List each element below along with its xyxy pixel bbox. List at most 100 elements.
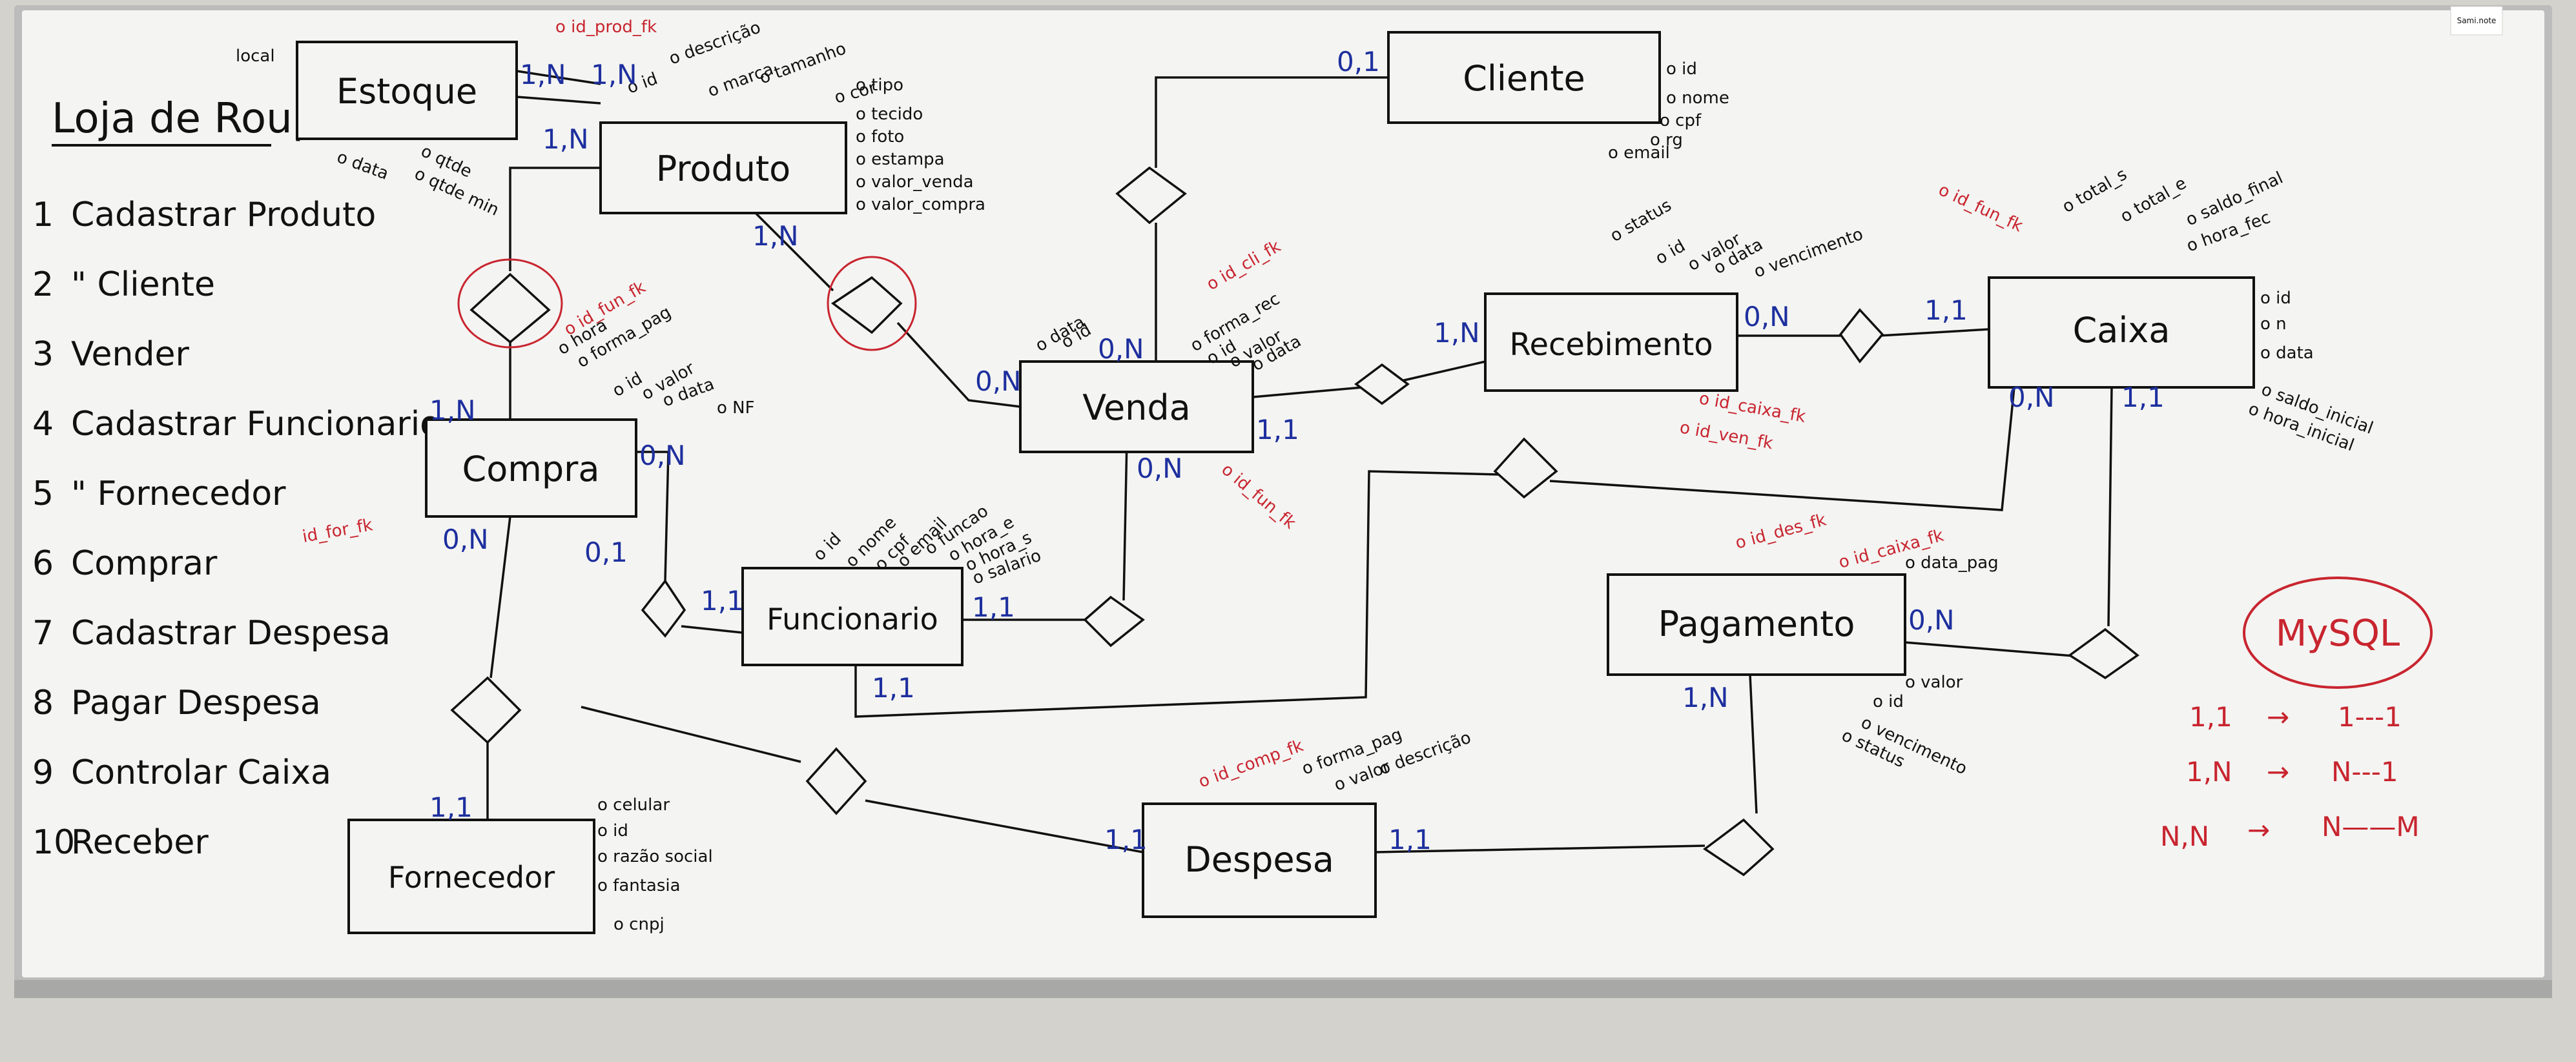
diamond-caixa-pagamento xyxy=(2067,628,2139,680)
entity-fornecedor xyxy=(347,819,595,934)
attr-produto-foto: o foto xyxy=(856,127,904,147)
requirement-number: 2 xyxy=(32,265,54,304)
attr-produto-tecido: o tecido xyxy=(856,105,923,124)
diamond-despesa-pagamento xyxy=(1702,818,1775,877)
requirement-text: Controlar Caixa xyxy=(71,753,331,792)
highlight-circles xyxy=(457,256,917,351)
requirement-number: 10 xyxy=(32,823,75,862)
requirement-text: Cadastrar Funcionario xyxy=(71,405,440,444)
legend-row-1-arrow: → xyxy=(2267,701,2289,733)
diamond-cliente-venda xyxy=(1115,166,1187,225)
attr-estoque-local: local xyxy=(236,46,275,66)
requirement-text: Cadastrar Despesa xyxy=(71,614,391,653)
legend-row-2-arrow: → xyxy=(2267,756,2289,788)
attr-cliente-cpf: o cpf xyxy=(1660,111,1702,130)
card-compra-fornecedor: 0,N xyxy=(442,524,489,555)
marker-tray xyxy=(14,980,2552,998)
circle-produto-compra xyxy=(457,258,563,349)
requirement-number: 8 xyxy=(32,684,54,722)
requirement-text: Comprar xyxy=(71,544,218,583)
requirement-number: 7 xyxy=(32,614,54,653)
card-despesa-compra: 1,1 xyxy=(1104,824,1148,855)
legend-row-3-left: N,N xyxy=(2160,821,2209,852)
requirement-number: 4 xyxy=(32,405,54,444)
requirement-text: Pagar Despesa xyxy=(71,684,321,722)
entity-estoque-name: Estoque xyxy=(336,71,477,112)
attr-pagamento-id: o id xyxy=(1873,692,1904,711)
entity-names: Estoque Produto Cliente Venda Compra Fun… xyxy=(336,58,2170,895)
diamond-produto-compra xyxy=(469,272,551,344)
card-estoque-produto-a: 1,N xyxy=(520,59,566,90)
attr-pagamento-data-pag: o data_pag xyxy=(1905,553,1999,573)
legend-row-1-left: 1,1 xyxy=(2189,701,2232,733)
entity-compra xyxy=(425,418,637,518)
card-venda-funcionario: 0,N xyxy=(1137,453,1183,484)
entity-caixa-name: Caixa xyxy=(2073,310,2170,351)
attr-cliente-email: o email xyxy=(1608,143,1670,163)
diamond-caixa-funcionario xyxy=(1493,437,1558,499)
card-venda-produto: 0,N xyxy=(975,365,1022,397)
entity-venda-name: Venda xyxy=(1082,387,1191,428)
card-despesa-pagamento: 1,1 xyxy=(1388,824,1432,855)
attr-fornecedor-razao-social: o razão social xyxy=(597,847,713,866)
attr-cliente-rg: o rg xyxy=(1650,130,1683,150)
diamond-compra-despesa xyxy=(805,747,867,815)
entity-venda xyxy=(1019,360,1254,453)
entity-produto xyxy=(599,121,847,214)
card-pagamento-despesa: 1,N xyxy=(1682,682,1729,713)
legend-title: MySQL xyxy=(2276,613,2400,655)
card-pagamento-caixa: 0,N xyxy=(1908,604,1955,636)
requirement-number: 6 xyxy=(32,544,54,583)
relationship-lines xyxy=(486,70,2113,853)
card-recebimento-caixa: 0,N xyxy=(1744,301,1790,332)
card-produto-venda: 1,N xyxy=(752,220,799,252)
entity-recebimento xyxy=(1484,292,1738,392)
legend-row-2-left: 1,N xyxy=(2186,756,2232,788)
requirement-text: Vender xyxy=(71,335,189,374)
legend-row-1-right: 1---1 xyxy=(2338,701,2402,733)
card-caixa-pagamento: 1,1 xyxy=(2121,382,2165,413)
card-compra-funcionario: 0,N xyxy=(639,440,686,471)
legend-row-3-arrow: → xyxy=(2247,814,2270,846)
entity-caixa xyxy=(1988,276,2255,389)
corner-note-text: Sami.note xyxy=(2457,16,2497,25)
card-produto-compra: 1,N xyxy=(542,123,589,155)
diamond-funcionario-venda xyxy=(1083,595,1145,648)
entity-pagamento xyxy=(1607,573,1906,676)
card-funcionario-caixa: 1,1 xyxy=(872,672,915,704)
entity-compra-name: Compra xyxy=(462,449,600,489)
attr-fornecedor-id: o id xyxy=(597,821,628,841)
entity-pagamento-name: Pagamento xyxy=(1658,604,1855,644)
legend: MySQL 1,1 1---1 1,N N---1 N,N N——M → → → xyxy=(2160,577,2433,852)
legend-row-2-right: N---1 xyxy=(2331,756,2398,788)
attr-fornecedor-celular: o celular xyxy=(597,795,670,815)
attr-produto-valor-venda: o valor_venda xyxy=(856,172,974,192)
requirement-text: " Cliente xyxy=(71,265,215,304)
requirement-number: 3 xyxy=(32,335,54,374)
legend-row-3-right: N——M xyxy=(2322,811,2420,842)
entity-estoque xyxy=(296,41,518,140)
attr-cliente-id: o id xyxy=(1666,59,1697,79)
entity-despesa xyxy=(1142,802,1377,918)
relationship-diamonds xyxy=(450,166,2139,877)
diamond-compra-fornecedor xyxy=(450,676,522,744)
entity-despesa-name: Despesa xyxy=(1184,839,1334,880)
card-venda-cliente: 0,N xyxy=(1098,333,1144,365)
attr-produto-estampa: o estampa xyxy=(856,150,945,169)
attr-produto-valor-compra: o valor_compra xyxy=(856,195,985,214)
attr-cliente-nome: o nome xyxy=(1666,88,1729,108)
requirement-number: 9 xyxy=(32,753,54,792)
attr-fornecedor-cnpj: o cnpj xyxy=(613,915,665,934)
attr-fornecedor-fantasia: o fantasia xyxy=(597,876,681,895)
card-estoque-produto-b: 1,N xyxy=(591,59,637,90)
diamond-produto-venda xyxy=(830,276,903,334)
entity-recebimento-name: Recebimento xyxy=(1509,327,1713,363)
attr-pagamento-valor: o valor xyxy=(1905,673,1963,692)
card-cliente-venda: 0,1 xyxy=(1337,46,1380,77)
circle-produto-venda xyxy=(827,256,917,351)
requirement-text: Receber xyxy=(71,823,209,862)
legend-circle xyxy=(2243,577,2433,689)
cardinalities: 1,N 1,N 1,N 1,N 0,N 0,1 0,N 1,1 1,N 0,N … xyxy=(429,46,2165,855)
card-compra-despesa: 0,1 xyxy=(584,536,628,568)
